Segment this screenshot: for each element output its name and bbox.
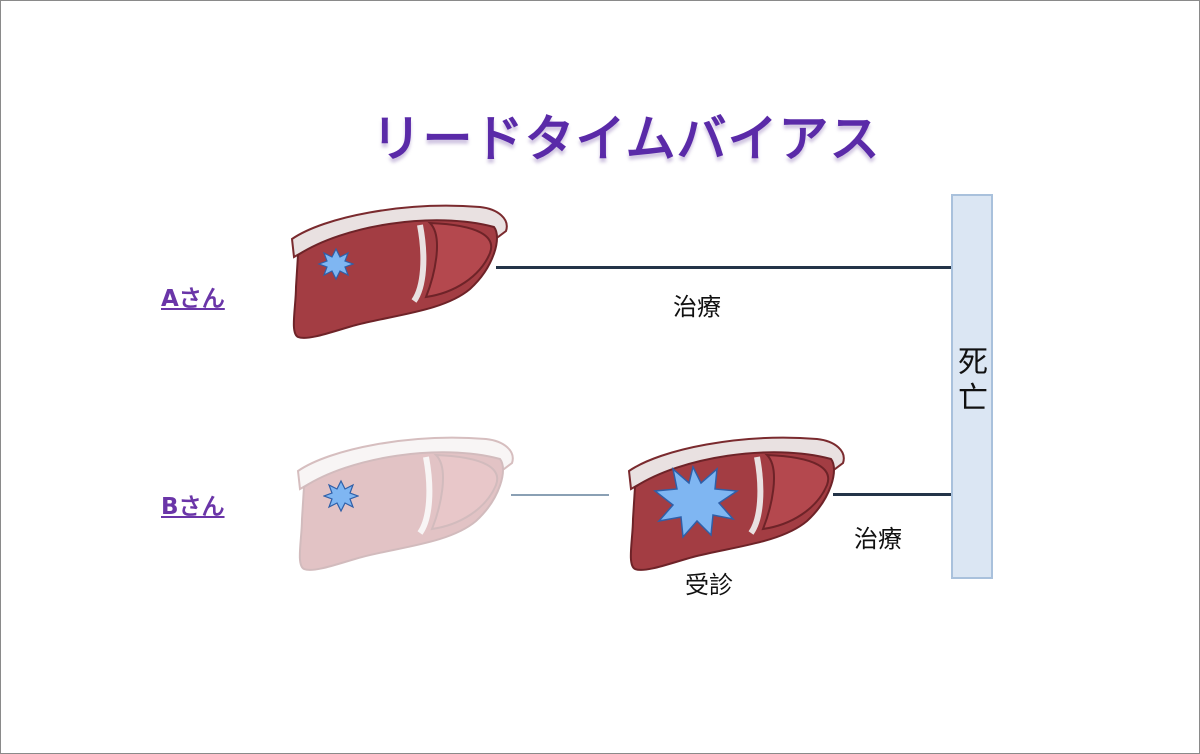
person-b-label: Bさん xyxy=(161,494,225,520)
timeline-b-pre xyxy=(511,494,609,496)
slide-title: リードタイムバイアス xyxy=(371,110,881,168)
liver-b-early-icon xyxy=(296,436,514,571)
tumor-b-early-icon xyxy=(323,479,359,513)
liver-a-icon xyxy=(290,204,508,339)
visit-label: 受診 xyxy=(685,571,733,599)
liver-b-diagnosis-icon xyxy=(627,436,845,571)
death-bar xyxy=(951,194,993,579)
timeline-b xyxy=(833,493,952,496)
death-char-1: 死 xyxy=(958,345,988,380)
person-a-label: Aさん xyxy=(161,286,225,312)
death-char-2: 亡 xyxy=(958,381,988,416)
timeline-a xyxy=(496,266,952,269)
treatment-b-label: 治療 xyxy=(854,525,902,553)
treatment-a-label: 治療 xyxy=(673,293,721,321)
death-label: 死 亡 xyxy=(950,345,996,417)
